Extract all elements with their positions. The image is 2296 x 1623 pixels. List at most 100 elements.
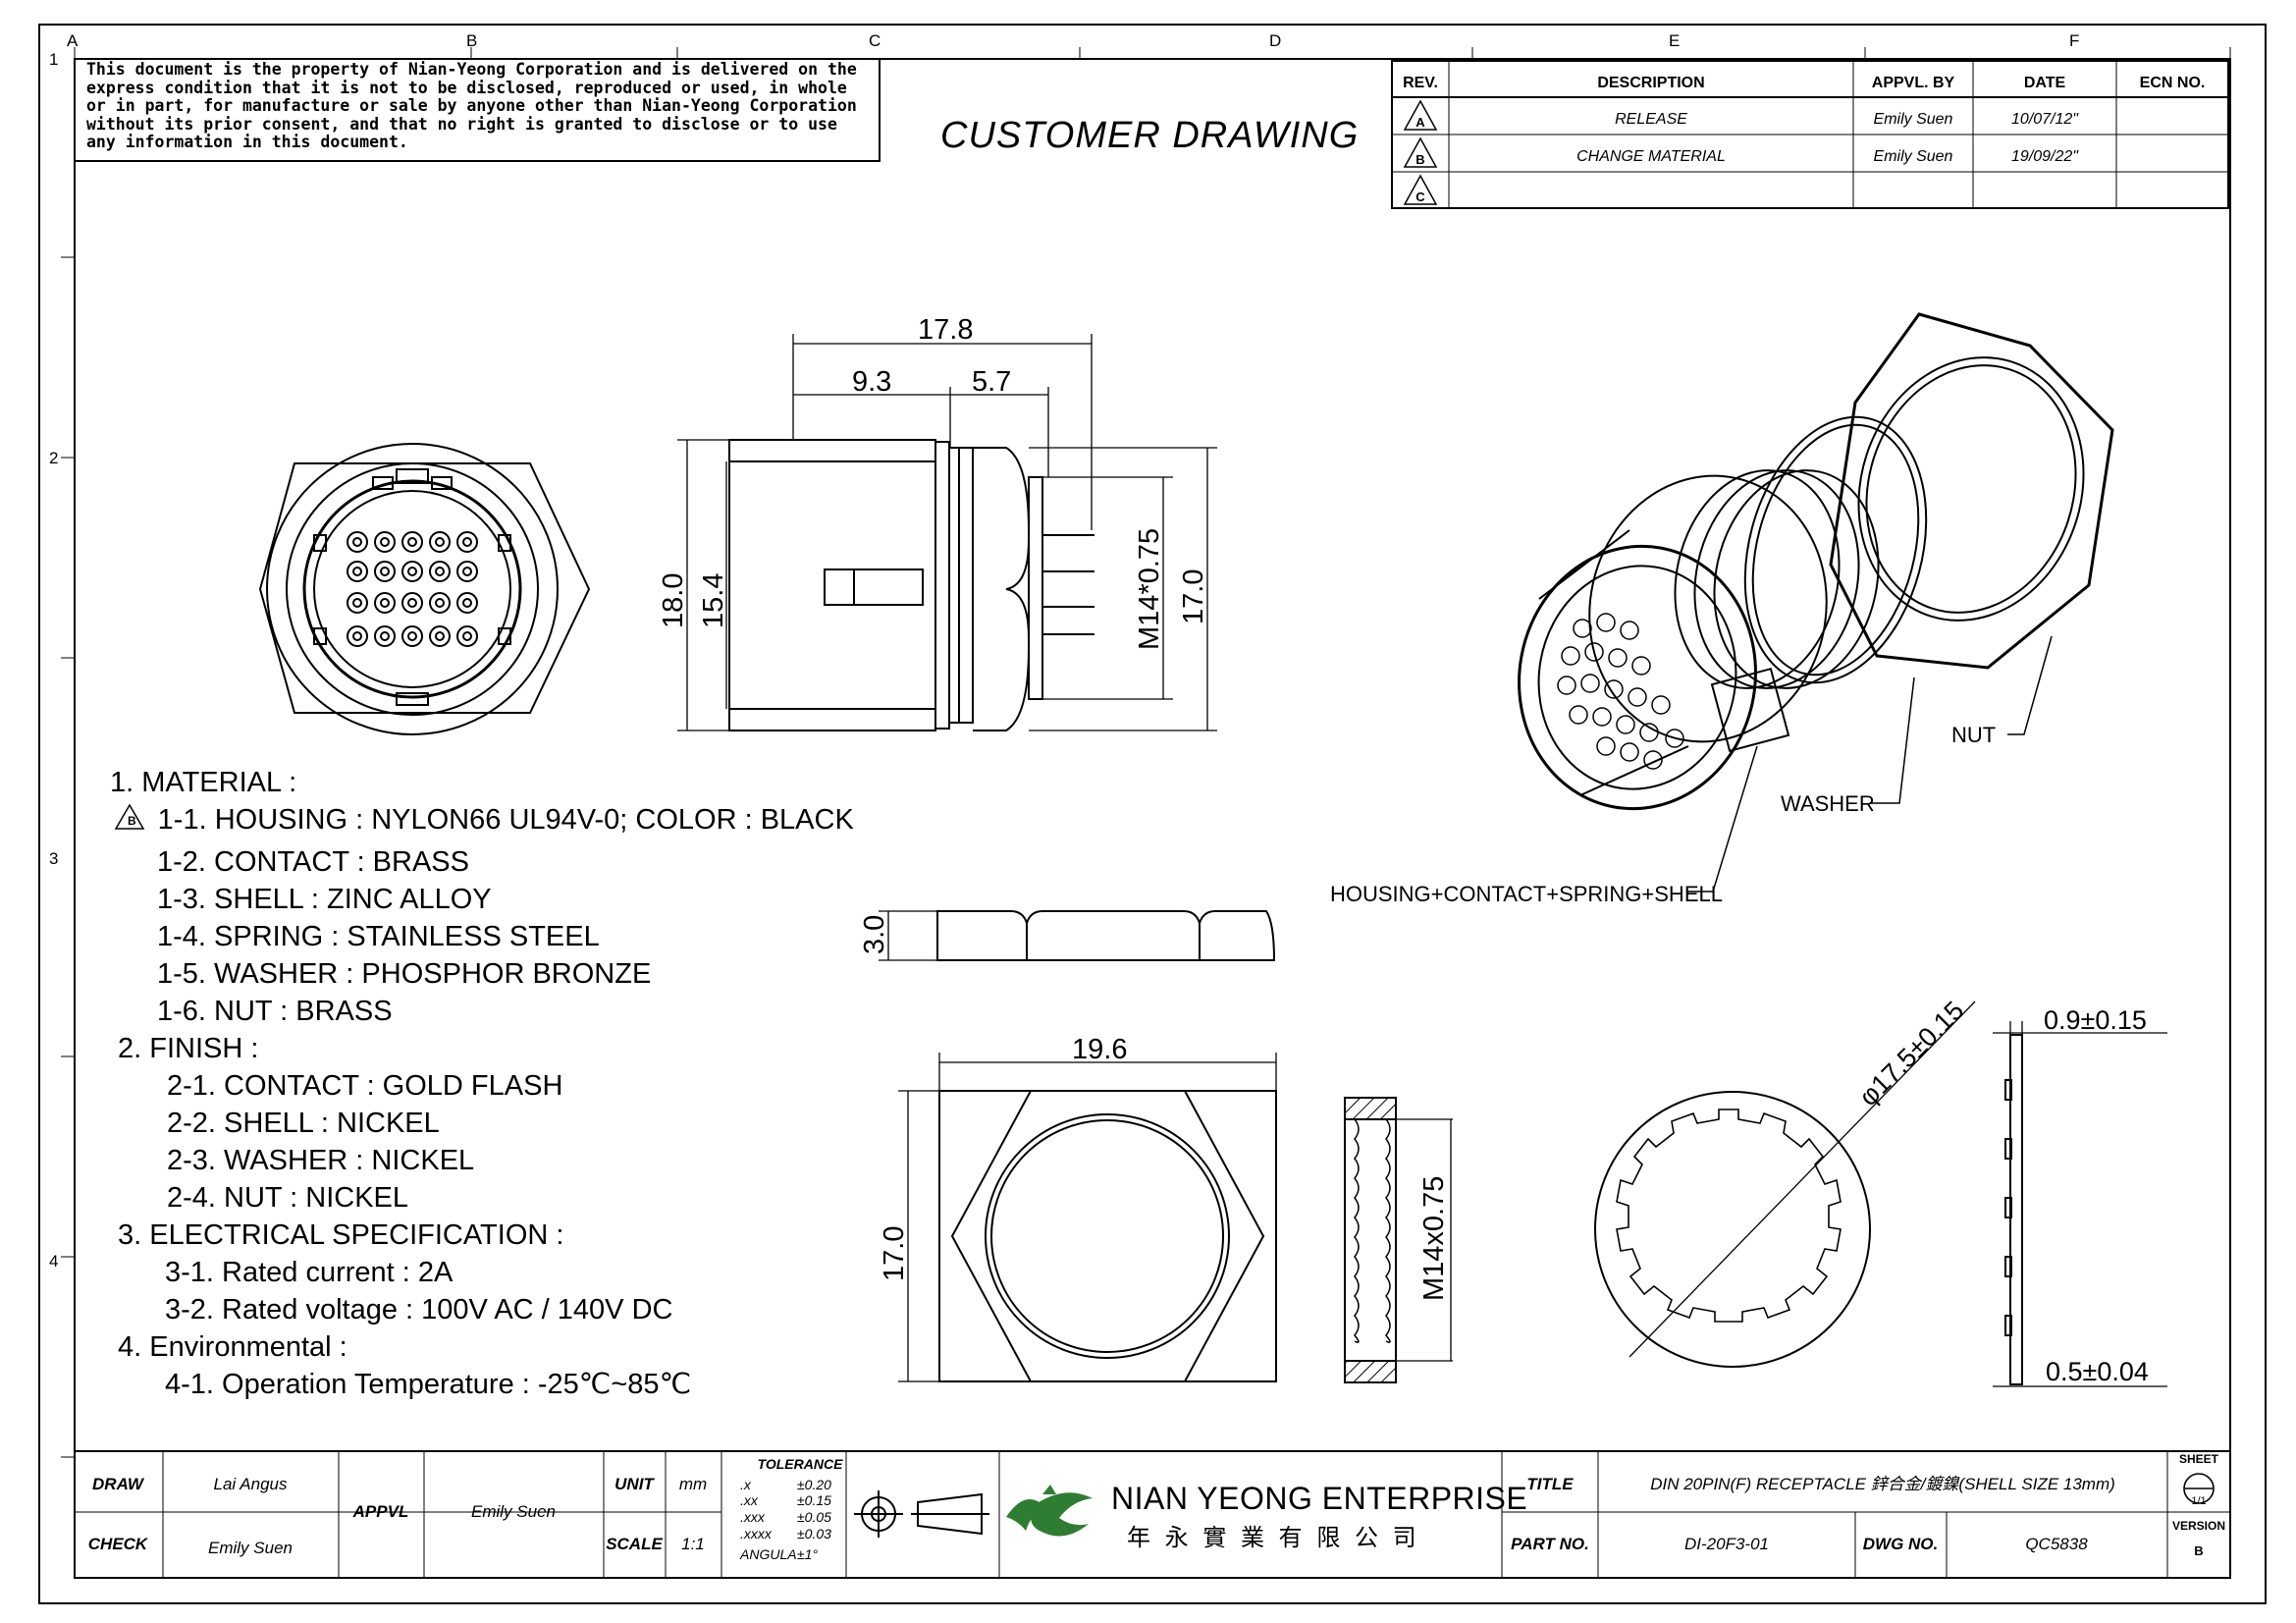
tol-val-2: ±0.15 xyxy=(797,1492,831,1508)
nut-profile xyxy=(936,910,1276,961)
col-label-c: C xyxy=(869,31,881,50)
note-housing-text: 1-1. HOUSING : NYLON66 UL94V-0; COLOR : … xyxy=(157,804,854,836)
note-electrical-title: 3. ELECTRICAL SPECIFICATION : xyxy=(118,1219,564,1251)
projection-symbol-icon xyxy=(854,1490,989,1538)
assembly-callout: HOUSING+CONTACT+SPRING+SHELL xyxy=(1330,882,1723,906)
property-notice: This document is the property of Nian-Ye… xyxy=(86,60,857,151)
scale-value: 1:1 xyxy=(681,1535,705,1553)
drawing-heading: CUSTOMER DRAWING xyxy=(940,115,1359,156)
specification-notes: 1. MATERIAL : B 1-1. HOUSING : NYLON66 UL… xyxy=(110,764,854,1403)
note-rated-current: 3-1. Rated current : 2A xyxy=(165,1257,454,1288)
version-label: VERSION xyxy=(2172,1519,2225,1533)
appvl-label: APPVL xyxy=(352,1502,409,1521)
nut-profile-dim xyxy=(879,910,937,961)
dim-washer-thickness: 0.9±0.15 xyxy=(2044,1005,2147,1035)
note-shell-material: 1-3. SHELL : ZINC ALLOY xyxy=(157,884,492,915)
sheet-version-block: SHEET VERSION B xyxy=(2172,1452,2225,1558)
rev-b-description: CHANGE MATERIAL xyxy=(1576,148,1726,165)
appvl-by-header: APPVL. BY xyxy=(1872,75,1955,91)
description-header: DESCRIPTION xyxy=(1597,75,1704,91)
title-value: DIN 20PIN(F) RECEPTACLE 鋅合金/鍍鎳(SHELL SIZ… xyxy=(1650,1475,2115,1493)
tol-key-1: .x xyxy=(740,1477,752,1492)
note-housing: B 1-1. HOUSING : NYLON66 UL94V-0; COLOR :… xyxy=(110,801,854,843)
front-view xyxy=(258,443,591,735)
sheet-count-icon xyxy=(2183,1473,2215,1504)
draw-label: DRAW xyxy=(92,1475,145,1493)
dim-washer-diameter: φ17.5±0.15 xyxy=(1853,996,1969,1111)
washer-front xyxy=(1594,1091,1871,1368)
tol-key-4: .xxxx xyxy=(740,1526,773,1542)
dim-washer-tab: 0.5±0.04 xyxy=(2046,1357,2149,1386)
callout-leaders xyxy=(1686,635,2053,893)
dim-height-inner: 15.4 xyxy=(698,573,729,628)
ecn-header: ECN NO. xyxy=(2140,75,2206,91)
col-label-d: D xyxy=(1269,31,1281,50)
rev-a-description: RELEASE xyxy=(1615,111,1687,128)
scale-label: SCALE xyxy=(606,1535,663,1553)
tol-val-3: ±0.05 xyxy=(797,1509,831,1525)
washer-callout: WASHER xyxy=(1781,791,1875,816)
dim-side-thread: M14*0.75 xyxy=(1134,528,1165,650)
title-block-text: DRAW CHECK Lai Angus Emily Suen APPVL Em… xyxy=(88,1475,707,1557)
rev-b-approver: Emily Suen xyxy=(1874,148,1953,165)
tol-val-1: ±0.20 xyxy=(797,1477,831,1492)
title-block xyxy=(74,1450,2231,1579)
col-label-a: A xyxy=(67,31,79,50)
unit-label: UNIT xyxy=(614,1475,655,1493)
dim-nut-thickness: 3.0 xyxy=(859,915,890,954)
row-label-4: 4 xyxy=(49,1252,58,1271)
sheet-value: 1/1 xyxy=(2191,1495,2206,1507)
washer-side xyxy=(2004,1034,2023,1385)
note-shell-finish: 2-2. SHELL : NICKEL xyxy=(167,1108,440,1139)
side-dimensions xyxy=(677,334,1217,731)
washer-dim xyxy=(1629,1001,1976,1358)
row-label-1: 1 xyxy=(49,50,58,69)
rev-a-date: 10/07/12" xyxy=(2011,111,2079,128)
appvl-value: Emily Suen xyxy=(471,1502,556,1521)
note-spring-material: 1-4. SPRING : STAINLESS STEEL xyxy=(157,921,600,952)
check-label: CHECK xyxy=(88,1535,149,1553)
col-label-f: F xyxy=(2069,31,2079,50)
side-view xyxy=(728,439,1095,731)
zone-labels: A B C D E F 1 2 3 4 xyxy=(49,31,2079,1271)
partno-value: DI-20F3-01 xyxy=(1684,1535,1769,1553)
rev-header: REV. xyxy=(1403,75,1438,91)
side-dim-text: 17.8 9.3 5.7 18.0 15.4 M14*0.75 17.0 xyxy=(658,314,1209,650)
dim-thread-height: 17.0 xyxy=(1178,569,1209,624)
rev-b-mark: B xyxy=(1415,152,1424,167)
nut-front xyxy=(938,1090,1277,1382)
note-rev-mark: B xyxy=(128,814,136,828)
date-header: DATE xyxy=(2024,75,2066,91)
dwgno-label: DWG NO. xyxy=(1863,1535,1939,1553)
dim-nut-height: 17.0 xyxy=(879,1226,910,1281)
notice-box xyxy=(74,58,881,162)
callout-text: NUT WASHER HOUSING+CONTACT+SPRING+SHELL xyxy=(1330,723,1996,906)
tol-val-4: ±0.03 xyxy=(797,1526,831,1542)
company-name-cn: 年 永 實 業 有 限 公 司 xyxy=(1127,1525,1420,1551)
dim-rear-width: 5.7 xyxy=(972,366,1011,398)
company-name: NIAN YEONG ENTERPRISE xyxy=(1111,1481,1527,1516)
company-logo-icon xyxy=(1006,1485,1093,1537)
tol-val-5: ±1° xyxy=(797,1546,818,1562)
tol-key-3: .xxx xyxy=(740,1509,766,1525)
dim-total-width: 17.8 xyxy=(918,314,973,346)
note-washer-finish: 2-3. WASHER : NICKEL xyxy=(167,1145,475,1176)
title-label: TITLE xyxy=(1526,1475,1574,1493)
row-label-3: 3 xyxy=(49,849,58,868)
tol-key-2: .xx xyxy=(740,1492,759,1508)
dim-height-outer: 18.0 xyxy=(658,573,689,628)
check-value: Emily Suen xyxy=(208,1539,293,1557)
version-value: B xyxy=(2194,1543,2203,1558)
dwgno-value: QC5838 xyxy=(2025,1535,2088,1553)
dim-nut-width: 19.6 xyxy=(1072,1034,1127,1065)
note-material-title: 1. MATERIAL : xyxy=(110,767,297,798)
rev-a-approver: Emily Suen xyxy=(1874,111,1953,128)
note-washer-material: 1-5. WASHER : PHOSPHOR BRONZE xyxy=(157,958,652,990)
rev-a-mark: A xyxy=(1415,115,1425,130)
partno-label: PART NO. xyxy=(1511,1535,1589,1553)
note-operation-temperature: 4-1. Operation Temperature : -25℃~85℃ xyxy=(165,1369,692,1400)
col-label-e: E xyxy=(1669,31,1680,50)
draw-value: Lai Angus xyxy=(214,1475,288,1493)
tolerance-block: TOLERANCE .x ±0.20 .xx ±0.15 .xxx ±0.05 … xyxy=(739,1456,843,1562)
